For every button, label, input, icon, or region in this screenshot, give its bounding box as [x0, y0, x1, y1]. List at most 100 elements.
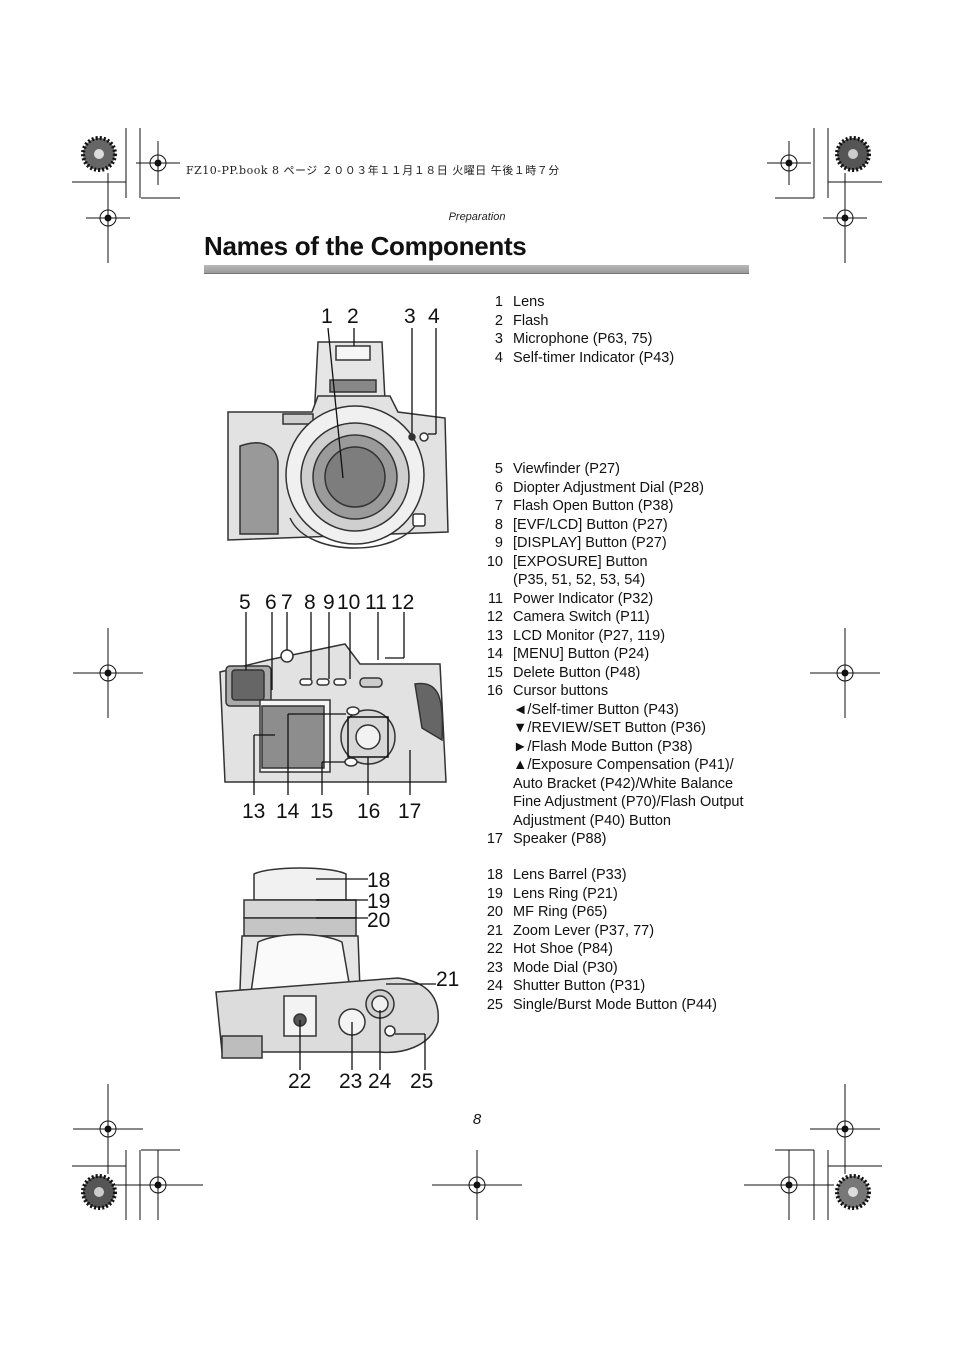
list-item: 15 Delete Button (P48): [482, 664, 744, 683]
item-number: 7: [494, 498, 503, 514]
title-rule: [204, 265, 749, 274]
item-label: ◄/Self-timer Button (P43): [513, 701, 679, 718]
callout-3: 3: [404, 305, 416, 328]
page-number: 8: [472, 1111, 482, 1128]
callout-11: 11: [365, 591, 387, 614]
callout-18: 18: [367, 869, 390, 892]
item-number: [482, 793, 503, 812]
item-number: [482, 719, 503, 738]
component-list-back: 5 Viewfinder (P27) 6 Diopter Adjustment Dia…: [482, 460, 744, 849]
item-number: 12: [486, 609, 503, 625]
item-number: 4: [494, 349, 503, 366]
callout-25: 25: [410, 1070, 433, 1093]
list-item: 5 Viewfinder (P27): [482, 460, 744, 479]
section-label: Preparation: [448, 211, 506, 223]
item-label: ▲/Exposure Compensation (P41)/: [513, 757, 734, 773]
item-label: ►/Flash Mode Button (P38): [513, 738, 693, 755]
list-item: 6 Diopter Adjustment Dial (P28): [482, 479, 744, 498]
item-label: [EVF/LCD] Button (P27): [513, 516, 668, 533]
list-item: 24 Shutter Button (P31): [482, 977, 717, 996]
list-item: 4 Self-timer Indicator (P43): [482, 349, 674, 368]
item-label: Viewfinder (P27): [513, 461, 620, 477]
item-label: Speaker (P88): [513, 831, 607, 847]
item-label: Lens Barrel (P33): [513, 867, 627, 883]
item-label: Auto Bracket (P42)/White Balance: [513, 775, 734, 792]
callout-24: 24: [368, 1070, 392, 1093]
item-number: 2: [494, 312, 503, 329]
list-item: 17 Speaker (P88): [482, 830, 744, 849]
print-header: FZ10-PP.book 8 ページ ２００３年１１月１８日 火曜日 午後１時７…: [186, 164, 560, 177]
item-number: 5: [494, 461, 503, 477]
list-item: 13 LCD Monitor (P27, 119): [482, 627, 744, 646]
callout-8: 8: [304, 591, 316, 614]
list-item: Auto Bracket (P42)/White Balance: [482, 775, 744, 794]
registration-starburst-icons: [81, 136, 871, 1210]
list-item: 8[EVF/LCD] Button (P27): [482, 516, 744, 535]
item-number: 10: [486, 553, 503, 570]
list-item: 9 [DISPLAY] Button (P27): [482, 534, 744, 553]
item-number: [482, 738, 503, 757]
callout-22: 22: [288, 1070, 311, 1093]
list-item: (P35, 51, 52, 53, 54): [482, 571, 744, 590]
callout-14: 14: [276, 800, 300, 823]
callout-10: 10: [337, 591, 360, 614]
callout-7: 7: [281, 591, 293, 614]
item-label: [DISPLAY] Button (P27): [513, 535, 667, 551]
page-title: Names of the Components: [204, 231, 527, 261]
item-label: [EXPOSURE] Button: [513, 553, 648, 570]
item-number: 17: [486, 831, 503, 847]
item-number: [482, 756, 503, 775]
list-item: Fine Adjustment (P70)/Flash Output: [482, 793, 744, 812]
callout-15: 15: [310, 800, 333, 823]
item-label: Self-timer Indicator (P43): [513, 349, 675, 366]
item-number: 23: [486, 959, 503, 976]
item-number: 22: [486, 941, 503, 957]
callout-12: 12: [391, 591, 414, 614]
crosshair-icons: [73, 141, 880, 1220]
item-label: Mode Dial (P30): [513, 959, 618, 976]
list-item: ▲/Exposure Compensation (P41)/: [482, 756, 744, 775]
callout-1: 1: [321, 305, 333, 328]
item-number: 13: [486, 627, 503, 644]
item-label: Lens Ring (P21): [513, 885, 618, 902]
item-number: 24: [486, 978, 503, 994]
list-item: 16 Cursor buttons: [482, 682, 744, 701]
item-label: Cursor buttons: [513, 683, 609, 699]
item-label: Power Indicator (P32): [513, 590, 654, 607]
item-label: LCD Monitor (P27, 119): [513, 627, 666, 644]
list-item: ▼/REVIEW/SET Button (P36): [482, 719, 744, 738]
item-label: Shutter Button (P31): [513, 978, 646, 994]
item-number: 15: [486, 664, 503, 681]
item-label: Delete Button (P48): [513, 664, 641, 681]
list-item: 23 Mode Dial (P30): [482, 959, 717, 978]
item-label: MF Ring (P65): [513, 904, 608, 920]
item-number: 3: [494, 331, 503, 347]
item-number: 6: [494, 479, 503, 496]
callout-23: 23: [339, 1070, 362, 1093]
list-item: ◄/Self-timer Button (P43): [482, 701, 744, 720]
list-item: 20 MF Ring (P65): [482, 903, 717, 922]
item-number: 16: [486, 683, 503, 699]
callout-17: 17: [398, 800, 421, 823]
item-label: Microphone (P63, 75): [513, 331, 653, 347]
item-label: Diopter Adjustment Dial (P28): [513, 479, 704, 496]
callout-2: 2: [347, 305, 359, 328]
list-item: 11 Power Indicator (P32): [482, 590, 744, 609]
callout-6: 6: [265, 591, 277, 614]
item-number: 11: [487, 590, 503, 607]
list-item: ►/Flash Mode Button (P38): [482, 738, 744, 757]
item-number: 20: [486, 904, 503, 920]
item-number: [482, 701, 503, 720]
item-number: [482, 812, 503, 831]
item-number: 9: [494, 535, 503, 551]
